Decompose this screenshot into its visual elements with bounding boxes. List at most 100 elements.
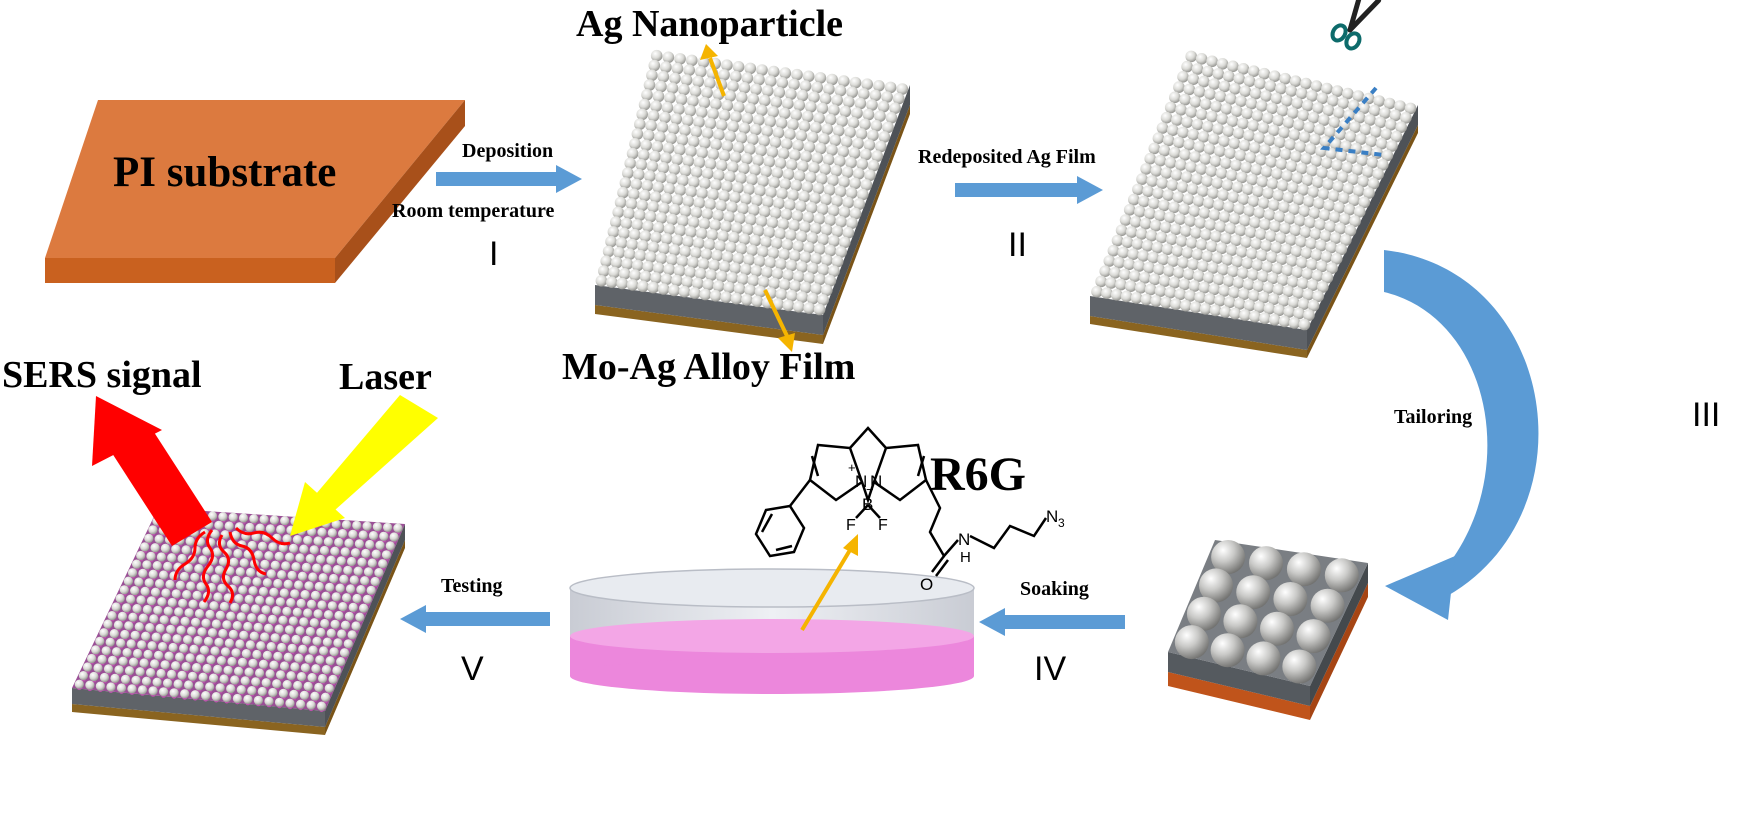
ag-particle	[826, 73, 838, 86]
ag-particle	[1188, 280, 1201, 292]
ag-particle	[790, 179, 803, 192]
ag-particle	[282, 534, 292, 544]
ag-particle	[326, 555, 336, 565]
ag-particle	[1253, 207, 1266, 219]
ag-particle	[1319, 135, 1332, 148]
ag-particle	[1249, 142, 1261, 154]
ag-particle	[1324, 126, 1336, 138]
ag-particle	[737, 202, 749, 215]
ag-particle	[763, 226, 776, 239]
ag-particle	[332, 665, 342, 676]
ag-particle	[196, 654, 206, 664]
ag-particle	[303, 535, 313, 545]
ag-particle	[212, 547, 222, 557]
ag-particle	[190, 572, 200, 582]
ag-particle	[179, 643, 189, 654]
step-iv-numeral: IV	[1034, 650, 1067, 688]
ag-particle	[1224, 93, 1237, 105]
ag-particle	[1310, 155, 1323, 167]
ag-particle	[1263, 209, 1276, 221]
ag-particle	[867, 159, 880, 172]
ag-particle	[835, 216, 847, 228]
ag-particle	[847, 116, 860, 129]
ag-particle	[201, 618, 211, 628]
ag-particle	[1174, 625, 1209, 660]
ag-particle	[1134, 282, 1147, 294]
ag-particle	[146, 596, 157, 606]
ag-particle	[647, 201, 659, 213]
ag-particle	[281, 561, 291, 571]
ag-particle	[781, 239, 794, 251]
ag-particle	[255, 668, 265, 678]
ag-particle	[1235, 95, 1247, 107]
ag-particle	[711, 249, 723, 262]
ag-particle	[180, 689, 190, 699]
ag-particle	[779, 279, 791, 291]
ag-particle	[319, 545, 330, 556]
substrate-side-face	[335, 100, 465, 283]
ag-particle	[810, 121, 822, 134]
ag-particle	[1237, 193, 1250, 205]
ag-particle	[201, 691, 211, 701]
beaker-icon	[569, 568, 975, 694]
ag-particle	[852, 137, 864, 150]
ag-particle	[218, 628, 228, 639]
ag-particle	[374, 568, 384, 578]
ag-particle	[1095, 275, 1107, 288]
ag-particle	[846, 217, 858, 229]
ag-particle	[779, 178, 792, 190]
ag-particle	[1216, 242, 1228, 255]
ag-particle	[646, 69, 658, 82]
ag-particle	[91, 645, 101, 655]
ag-particle	[147, 641, 157, 651]
ag-particle	[1259, 218, 1271, 231]
ag-particle	[249, 514, 259, 524]
ag-particle	[1119, 214, 1132, 226]
ag-particle	[236, 685, 246, 695]
redeposited-ag-array	[1091, 50, 1417, 331]
ag-particle	[687, 216, 700, 229]
ag-particle	[816, 203, 829, 216]
ag-particle	[1303, 121, 1316, 134]
ag-particle	[813, 303, 826, 316]
ag-particle	[1309, 133, 1321, 146]
ag-particle	[264, 623, 274, 633]
ag-particle	[231, 575, 241, 586]
ag-particle	[1258, 197, 1270, 209]
ag-particle	[1111, 234, 1124, 247]
pyrrole-left	[808, 443, 864, 502]
ag-particle	[294, 580, 304, 590]
ag-particle	[678, 83, 690, 96]
ag-particle	[307, 599, 317, 609]
ag-particle	[743, 183, 755, 196]
ag-particle	[629, 138, 641, 150]
ag-particle	[1199, 303, 1212, 315]
ag-particle	[1307, 299, 1320, 312]
ag-particle	[1304, 216, 1316, 229]
ag-particle	[1148, 197, 1160, 210]
ag-particle	[1191, 118, 1204, 131]
ag-particle	[1213, 199, 1225, 211]
ag-particle	[1209, 304, 1222, 317]
ag-particle	[291, 562, 301, 572]
ag-particle	[1303, 195, 1315, 208]
ag-particle	[272, 679, 282, 689]
ag-particle	[824, 113, 837, 126]
ag-particle	[246, 567, 256, 578]
ag-particle	[685, 226, 697, 238]
ag-particle	[725, 241, 737, 254]
ag-particle	[181, 662, 191, 672]
ag-particle	[253, 695, 263, 706]
ag-particle	[799, 80, 812, 92]
ag-particle	[767, 247, 780, 259]
ag-particle	[752, 154, 764, 167]
ag-particle	[151, 632, 161, 642]
ag-particle	[836, 115, 848, 127]
ag-particle	[1193, 270, 1205, 282]
ag-particle	[1293, 119, 1305, 131]
ag-particle	[352, 520, 362, 531]
ag-particle	[1326, 262, 1338, 275]
ag-particle	[699, 177, 711, 190]
ag-particle	[1227, 191, 1240, 203]
ag-particle	[1181, 116, 1193, 128]
